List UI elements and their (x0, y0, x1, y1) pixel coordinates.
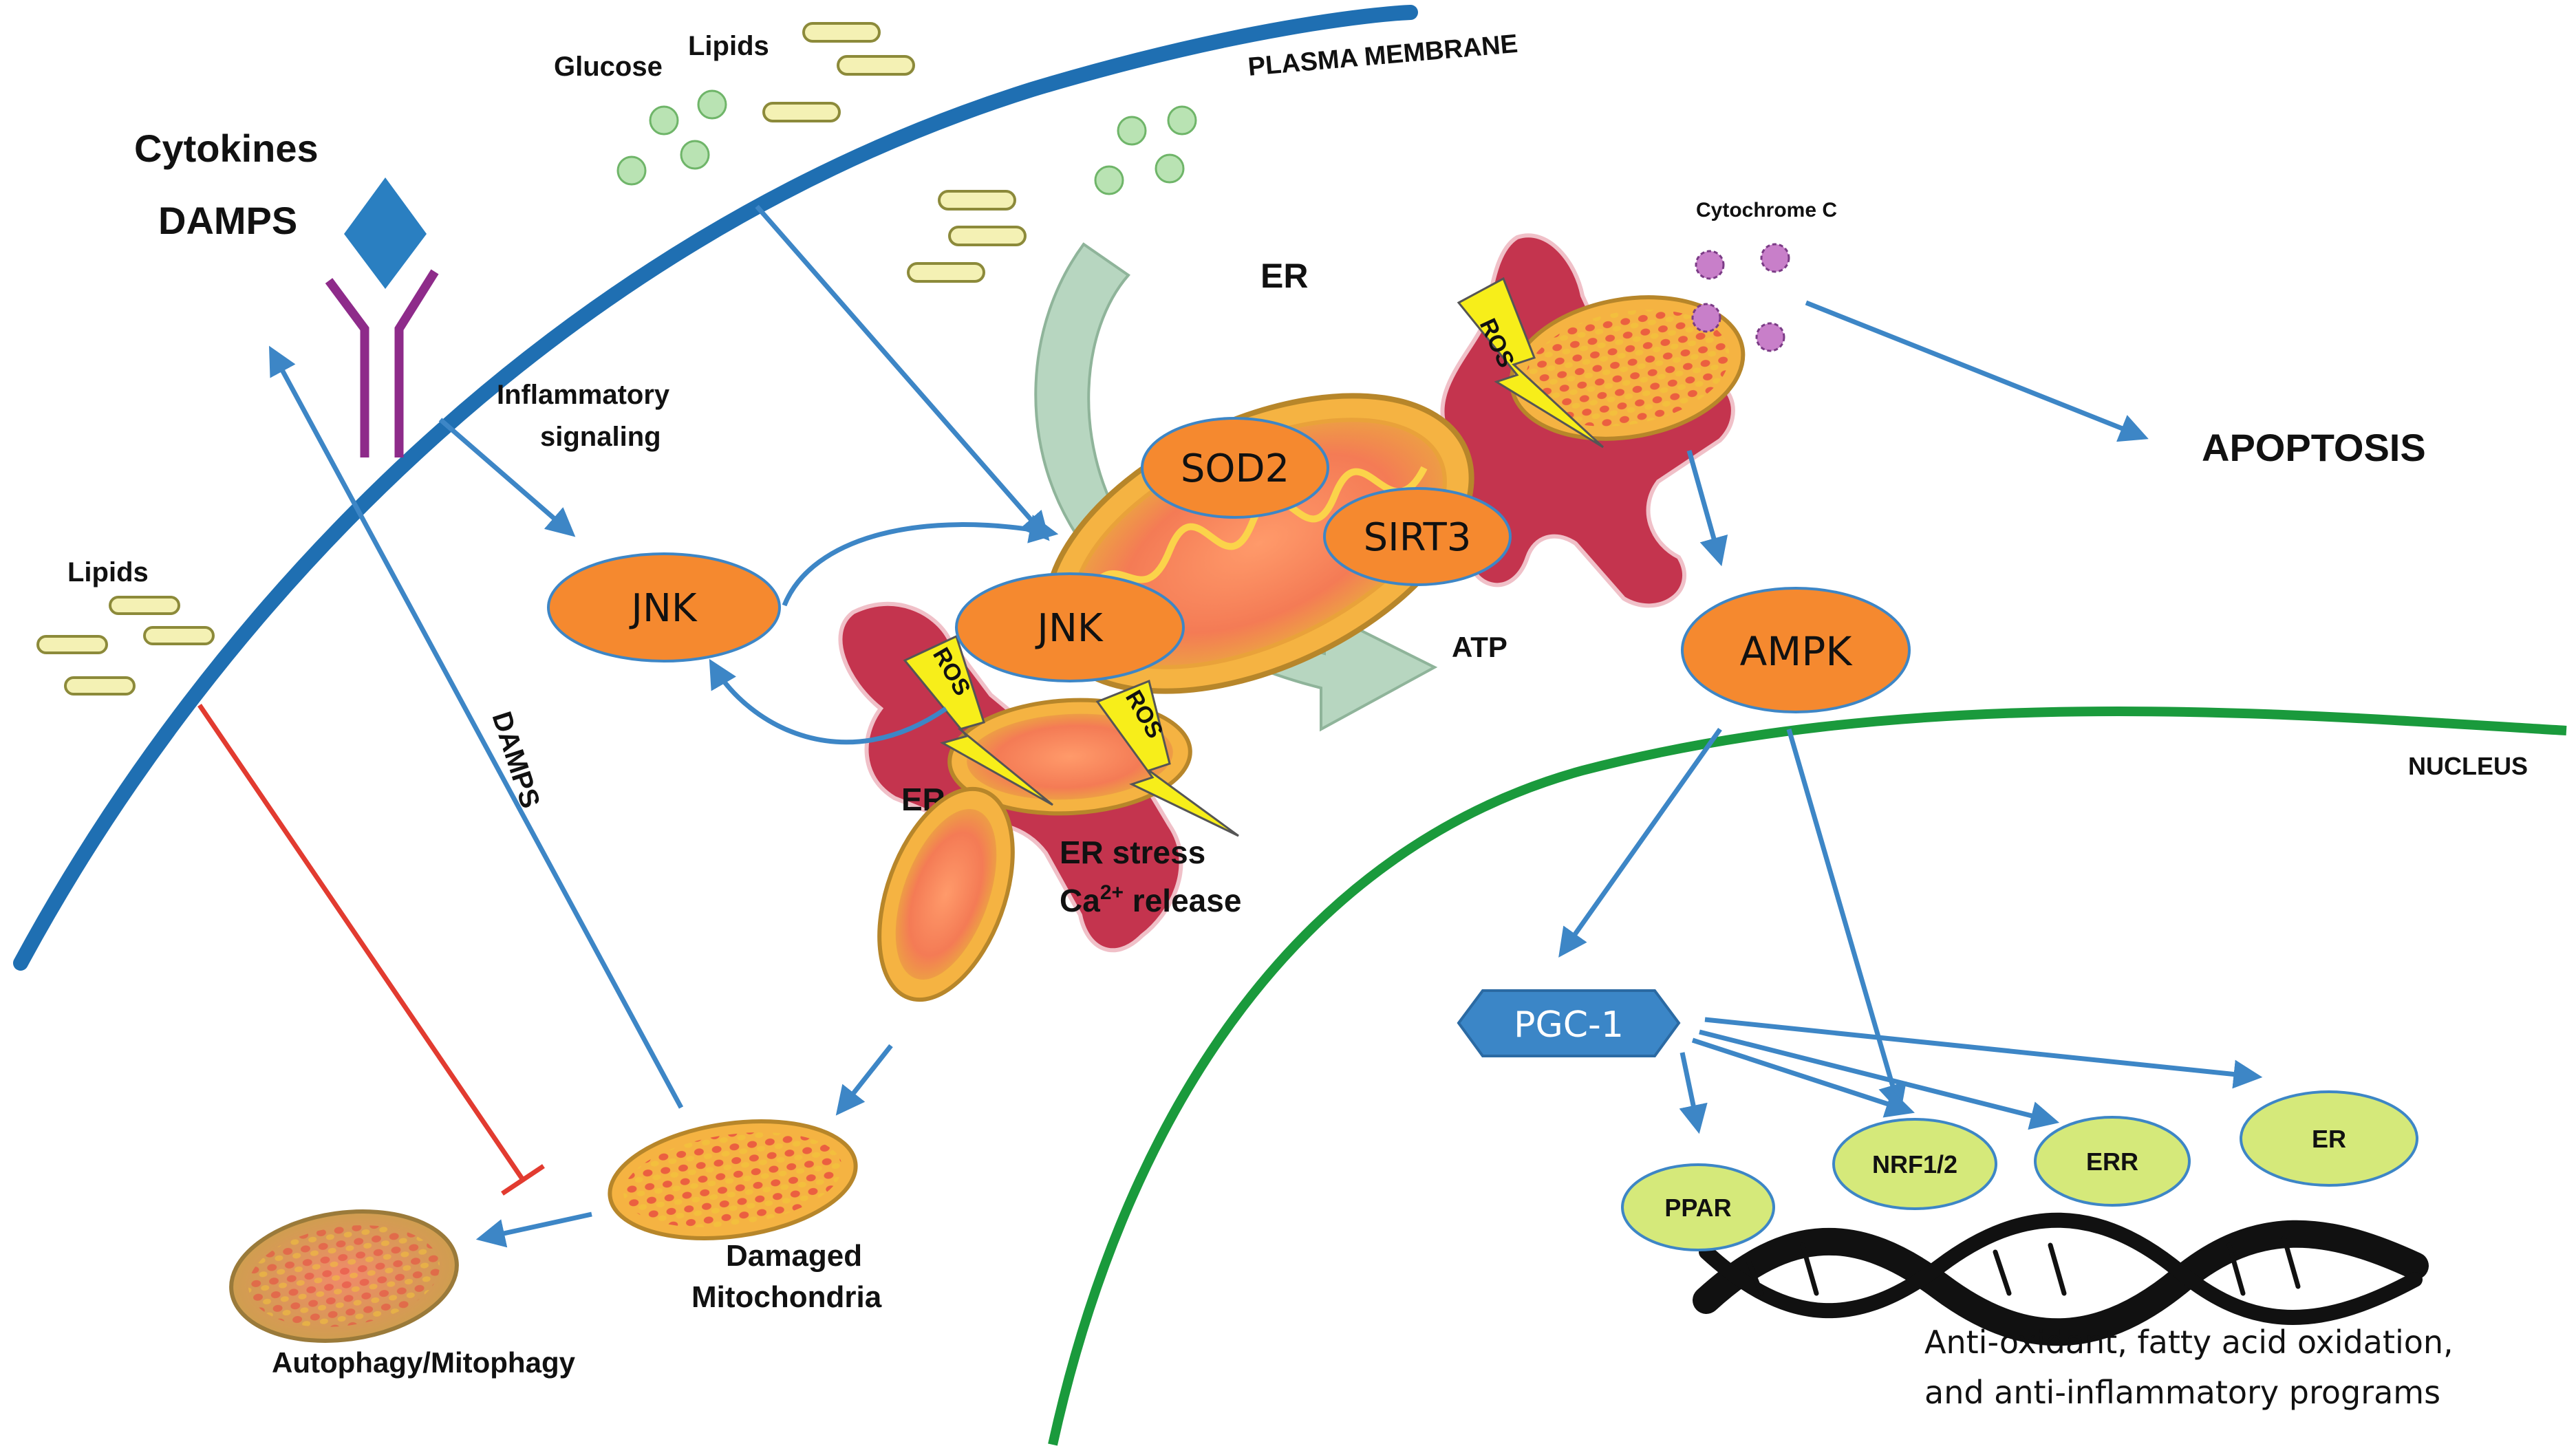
nrf-node-label: NRF1/2 (1872, 1150, 1957, 1178)
atp-label: ATP (1452, 631, 1507, 663)
nucleus-label: NUCLEUS (2408, 752, 2528, 780)
ppar-node[interactable]: PPAR (1621, 1163, 1775, 1251)
sirt3-node[interactable]: SIRT3 (1323, 487, 1512, 586)
damaged-mitochondrion (608, 1119, 858, 1240)
ca-release-label: Ca2+ release (1060, 881, 1241, 918)
pgc1-node[interactable]: PGC-1 (1457, 989, 1681, 1057)
er-mitochondrion (877, 786, 1015, 1002)
sod2-node-label: SOD2 (1181, 446, 1289, 491)
receptor-icon (325, 269, 439, 457)
er-top-label: ER (1260, 257, 1308, 295)
sirt3-node-label: SIRT3 (1364, 515, 1472, 560)
autophagy-label: Autophagy/Mitophagy (272, 1346, 576, 1379)
ros-bolt-icons (903, 277, 1604, 837)
damps-label: DAMPS (158, 199, 297, 242)
pgc1-node-label: PGC-1 (1514, 1004, 1624, 1046)
inflammatory-label-1: Inflammatory (497, 380, 670, 410)
inflammatory-label-2: signaling (540, 422, 661, 452)
er-receptor-node-label: ER (2312, 1125, 2346, 1153)
err-node-label: ERR (2086, 1147, 2138, 1176)
plasma-membrane-label: PLASMA MEMBRANE (1247, 30, 1519, 82)
err-node[interactable]: ERR (2034, 1116, 2191, 1207)
dna-helix-icon (1693, 1212, 2429, 1346)
programs-label-1: Anti-oxidant, fatty acid oxidation, (1924, 1324, 2454, 1361)
jnk-left-node[interactable]: JNK (547, 552, 781, 662)
signaling-arrows (269, 204, 2263, 1248)
er-stress-label: ER stress (1060, 834, 1205, 870)
apoptosis-label: APOPTOSIS (2202, 426, 2426, 469)
upper-mitochondrion (1509, 295, 1746, 441)
glucose-molecules (616, 89, 1197, 195)
autophagosome (229, 1209, 459, 1343)
er-receptor-node[interactable]: ER (2240, 1090, 2418, 1187)
ligand-diamond-icon (344, 177, 427, 289)
cytochrome-c-label: Cytochrome C (1696, 199, 1837, 222)
jnk-left-node-label: JNK (629, 586, 697, 631)
inhibition-line (197, 704, 545, 1196)
lipid-molecules (36, 22, 1027, 696)
cytokines-label: Cytokines (134, 127, 319, 170)
jnk-mito-node-label: JNK (1035, 606, 1103, 651)
damaged-label-1: Damaged (726, 1239, 862, 1273)
ampk-node-label: AMPK (1740, 628, 1854, 675)
glucose-label: Glucose (554, 52, 663, 82)
lipids-top-label: Lipids (688, 31, 769, 61)
ppar-node-label: PPAR (1664, 1194, 1731, 1222)
programs-label-2: and anti-inflammatory programs (1924, 1374, 2440, 1411)
damaged-label-2: Mitochondria (691, 1280, 882, 1314)
jnk-mito-node[interactable]: JNK (955, 572, 1185, 682)
plasma-membrane (13, 5, 1418, 971)
cytochrome-c-molecules (1691, 243, 1790, 352)
ampk-node[interactable]: AMPK (1681, 587, 1911, 713)
nrf-node[interactable]: NRF1/2 (1832, 1118, 1997, 1210)
lipids-left-label: Lipids (67, 557, 149, 588)
sod2-node[interactable]: SOD2 (1141, 417, 1329, 519)
nucleus-membrane (1048, 706, 2567, 1446)
